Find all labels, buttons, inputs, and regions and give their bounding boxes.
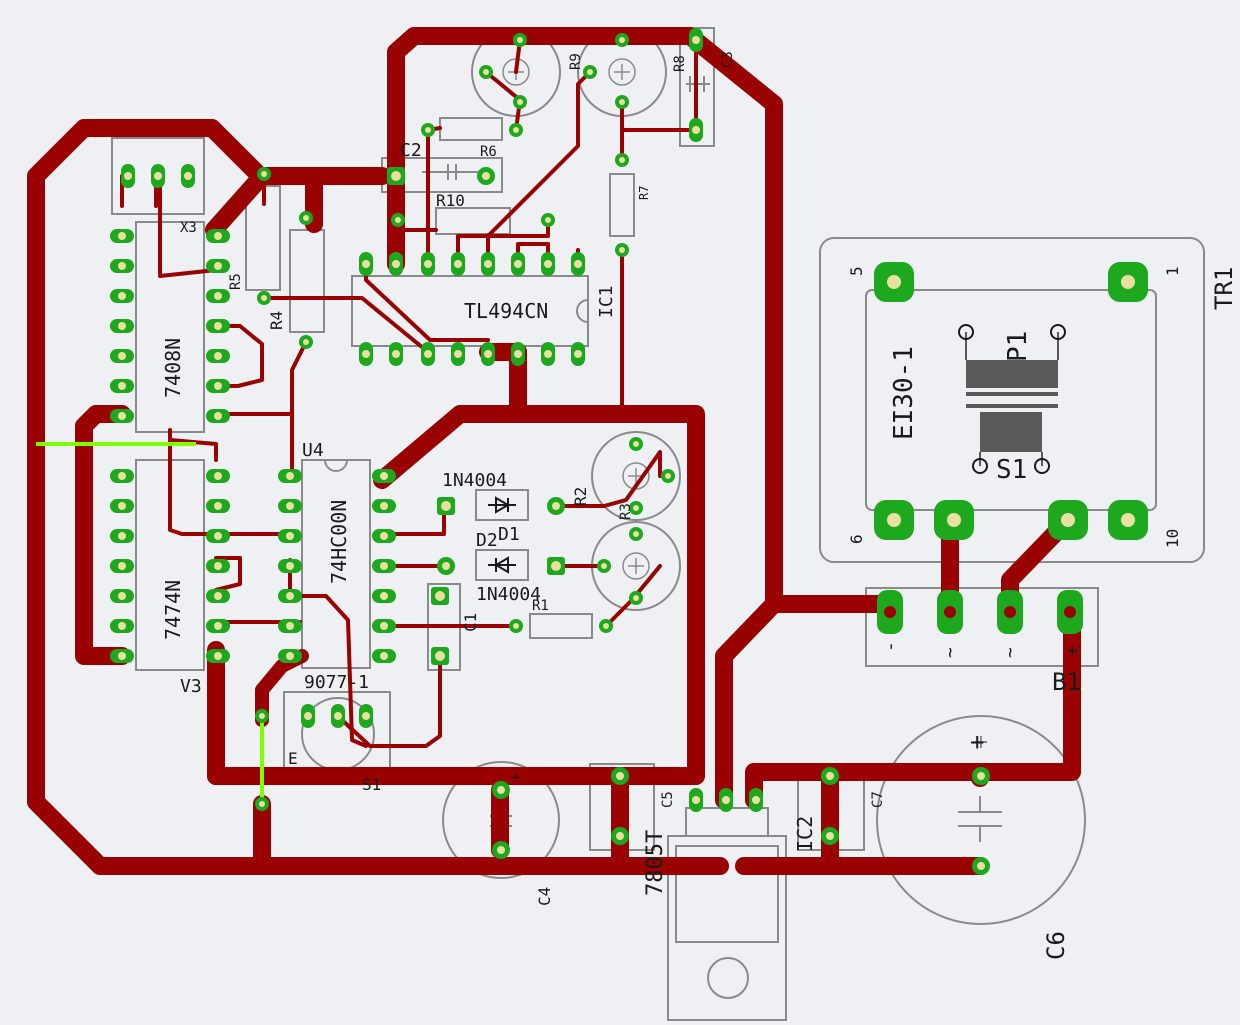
transformer-core [965, 332, 1059, 466]
label-tr1: TR1 [1210, 267, 1238, 310]
label-c2: C2 [400, 140, 422, 161]
label-7408: 7408N [161, 338, 185, 398]
label-pin10: 10 [1163, 529, 1182, 548]
label-c7: C7 [870, 791, 886, 808]
copper-traces [27, 27, 1081, 875]
label-v3: V3 [180, 676, 202, 697]
label-9077: 9077-1 [304, 672, 369, 693]
label-d2-part: 1N4004 [476, 584, 541, 605]
label-r2: R2 [571, 487, 590, 506]
label-ic2: IC2 [793, 816, 817, 852]
label-r8: R8 [672, 55, 688, 72]
label-c6: C6 [1042, 931, 1070, 960]
silkscreen-labels: TR1 EI30-1 P1 S1 5 1 6 10 B1 - ~ ~ + TL4… [161, 51, 1238, 960]
label-r1: R1 [532, 598, 549, 614]
label-r3: R3 [618, 503, 634, 520]
label-b1-ac2: ~ [1000, 647, 1021, 658]
label-c5: C5 [660, 791, 676, 808]
diode-symbols [488, 496, 516, 574]
pads [110, 28, 1148, 875]
label-d1: D1 [498, 524, 520, 545]
label-74hc00: 74HC00N [327, 500, 351, 584]
label-r5: R5 [228, 273, 244, 290]
label-r10: R10 [436, 191, 465, 210]
label-s1-switch: S1 [362, 775, 381, 794]
label-c4-plus: + [512, 770, 520, 786]
label-c1: C1 [461, 613, 480, 632]
label-pin5: 5 [847, 266, 866, 276]
label-pin6: 6 [847, 534, 866, 544]
label-r4: R4 [267, 311, 286, 330]
label-r9: R9 [568, 53, 584, 70]
jumper-wires [36, 442, 264, 804]
label-s1-coil: S1 [996, 455, 1027, 485]
label-u4: U4 [302, 440, 324, 461]
label-7474: 7474N [161, 580, 185, 640]
label-d1-part: 1N4004 [442, 470, 507, 491]
label-switch-e: E [288, 749, 298, 768]
label-b1-ac1: ~ [940, 647, 961, 658]
label-r7: R7 [637, 186, 651, 200]
label-c3: C3 [720, 51, 736, 68]
label-x3: X3 [180, 220, 197, 236]
label-c6-plus: + [970, 728, 984, 756]
label-p1: P1 [1003, 331, 1033, 362]
label-b1-plus: + [1062, 645, 1083, 656]
label-r6: R6 [480, 144, 497, 160]
label-ic1: IC1 [596, 285, 617, 318]
label-pin1: 1 [1163, 266, 1182, 276]
label-d2: D2 [476, 530, 498, 551]
label-c4: C4 [535, 887, 554, 906]
label-ei30: EI30-1 [889, 346, 919, 440]
label-7805: 7805T [643, 830, 668, 896]
label-b1: B1 [1052, 668, 1081, 696]
label-b1-minus: - [880, 641, 901, 652]
label-tl494: TL494CN [464, 299, 548, 323]
